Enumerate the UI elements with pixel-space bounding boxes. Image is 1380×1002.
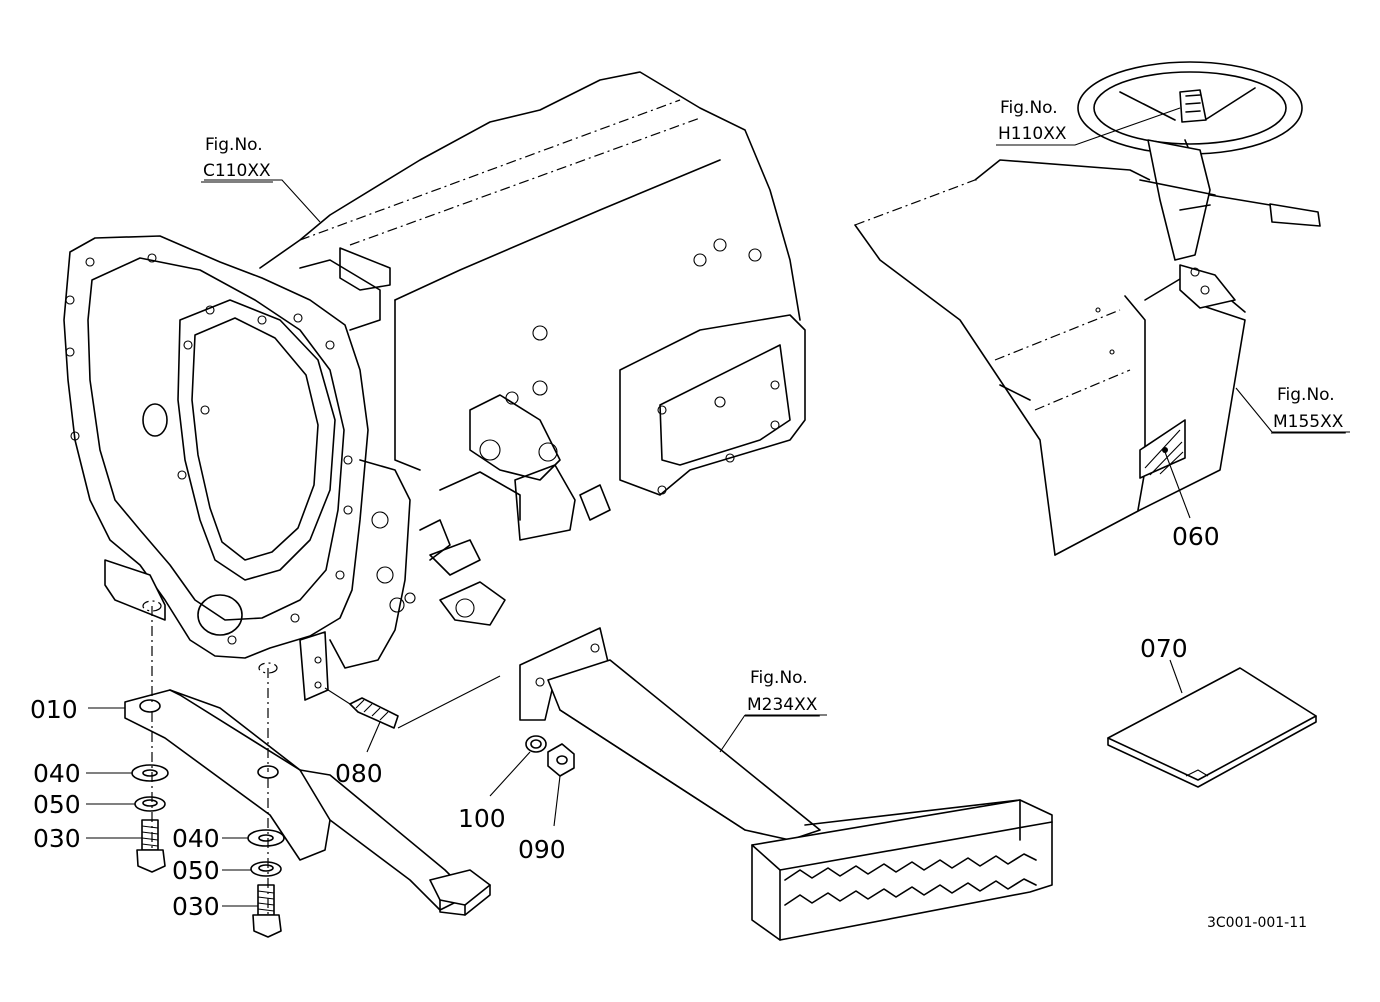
fig-code: M234XX [747,695,818,715]
fig-code: M155XX [1273,412,1344,432]
part-label-070: 070 [1140,634,1188,663]
fig-prefix: Fig.No. [1000,98,1058,118]
part-label-090: 090 [518,835,566,864]
fig-code: C110XX [203,161,271,181]
alignment-lines [151,606,501,915]
fig-code: H110XX [998,124,1067,144]
operator-manual [1107,667,1317,788]
fig-prefix: Fig.No. [205,135,263,155]
fig-prefix: Fig.No. [750,668,808,688]
steering-wheel [1077,61,1321,309]
part-label-040: 040 [33,759,81,788]
fig-callout-c110: Fig.No. C110XX [201,135,273,183]
part-label-010: 010 [30,695,78,724]
part-label-050: 050 [33,790,81,819]
part-label-030: 030 [172,892,220,921]
step-assembly [519,627,1053,941]
part-label-080: 080 [335,759,383,788]
fig-prefix: Fig.No. [1277,385,1335,405]
fig-callout-h110: Fig.No. H110XX [996,98,1069,146]
dashboard-panel [854,159,1246,556]
part-label-100: 100 [458,804,506,833]
fig-callout-m234: Fig.No. M234XX [745,668,820,717]
transmission-housing [63,71,806,701]
step-bracket [124,689,491,916]
fig-callout-m155: Fig.No. M155XX [1271,385,1346,434]
washers-bolts [131,697,575,938]
part-label-040: 040 [172,824,220,853]
part-label-060: 060 [1172,522,1220,551]
part-label-050: 050 [172,856,220,885]
part-label-030: 030 [33,824,81,853]
drawing-code: 3C001-001-11 [1207,915,1307,931]
